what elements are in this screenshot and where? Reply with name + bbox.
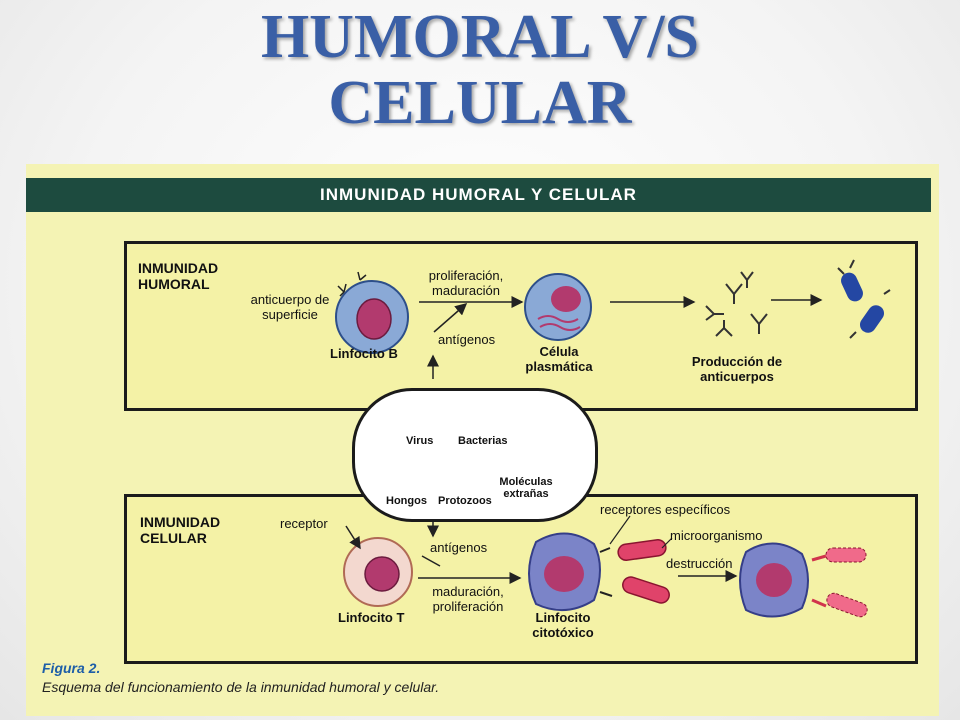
humoral-title: INMUNIDAD HUMORAL	[138, 260, 219, 292]
patogenos-box	[352, 388, 598, 522]
label-antigenos-celular: antígenos	[430, 540, 488, 555]
label-maduracion: maduración, proliferación	[432, 584, 504, 614]
linfocito-t-cell	[343, 537, 413, 607]
label-virus: Virus	[406, 435, 434, 447]
linfocito-citotoxico-cell	[528, 532, 601, 611]
label-proliferacion: proliferación, maduración	[428, 268, 504, 298]
slide-title: HUMORAL V/S CELULAR	[0, 4, 960, 136]
arrow-antigenos-b	[433, 303, 468, 333]
label-linfocito-b: Linfocito B	[330, 346, 398, 361]
label-moleculas: Moléculas extrañas	[499, 476, 553, 500]
label-celula-plasmatica: Célula plasmática	[525, 344, 593, 374]
diagram-artwork	[335, 259, 891, 618]
label-protozoos: Protozoos	[438, 495, 492, 507]
arrow-receptor	[345, 525, 361, 550]
label-receptores: receptores específicos	[600, 502, 731, 517]
celular-title: INMUNIDAD CELULAR	[140, 514, 221, 546]
label-microorganismo: microorganismo	[670, 528, 763, 543]
slide-title-line2: CELULAR	[328, 69, 632, 137]
bacteria-bound-icon	[837, 259, 891, 339]
pointer-microorganismo	[661, 537, 673, 549]
caption-text: Esquema del funcionamiento de la inmunid…	[42, 679, 440, 695]
label-anticuerpo: anticuerpo de superficie	[250, 292, 330, 322]
celula-plasmatica-cell	[524, 273, 592, 341]
label-bacterias: Bacterias	[458, 435, 508, 447]
pointer-receptores	[609, 515, 631, 545]
immunity-figure: INMUNIDAD HUMORAL Y CELULAR	[26, 164, 939, 716]
microorganismo-destruido-icon	[811, 547, 868, 618]
label-produccion: Producción de anticuerpos	[691, 354, 783, 384]
caption-title: Figura 2.	[42, 660, 101, 676]
label-antigenos-humoral: antígenos	[438, 332, 496, 347]
label-receptor: receptor	[280, 516, 328, 531]
anticuerpos-icon	[705, 271, 768, 337]
arrow-antigenos-t	[421, 555, 441, 567]
label-linfocito-t: Linfocito T	[338, 610, 405, 625]
label-hongos: Hongos	[386, 495, 427, 507]
label-destruccion: destrucción	[666, 556, 733, 571]
microorganismo-icon	[599, 539, 670, 604]
linfocito-b-cell	[335, 271, 409, 354]
label-linfocito-citotoxico: Linfocito citotóxico	[532, 610, 594, 640]
figure-banner: INMUNIDAD HUMORAL Y CELULAR	[26, 178, 931, 212]
linfocito-destruccion-cell	[739, 542, 809, 618]
slide-title-line1: HUMORAL V/S	[260, 3, 700, 71]
